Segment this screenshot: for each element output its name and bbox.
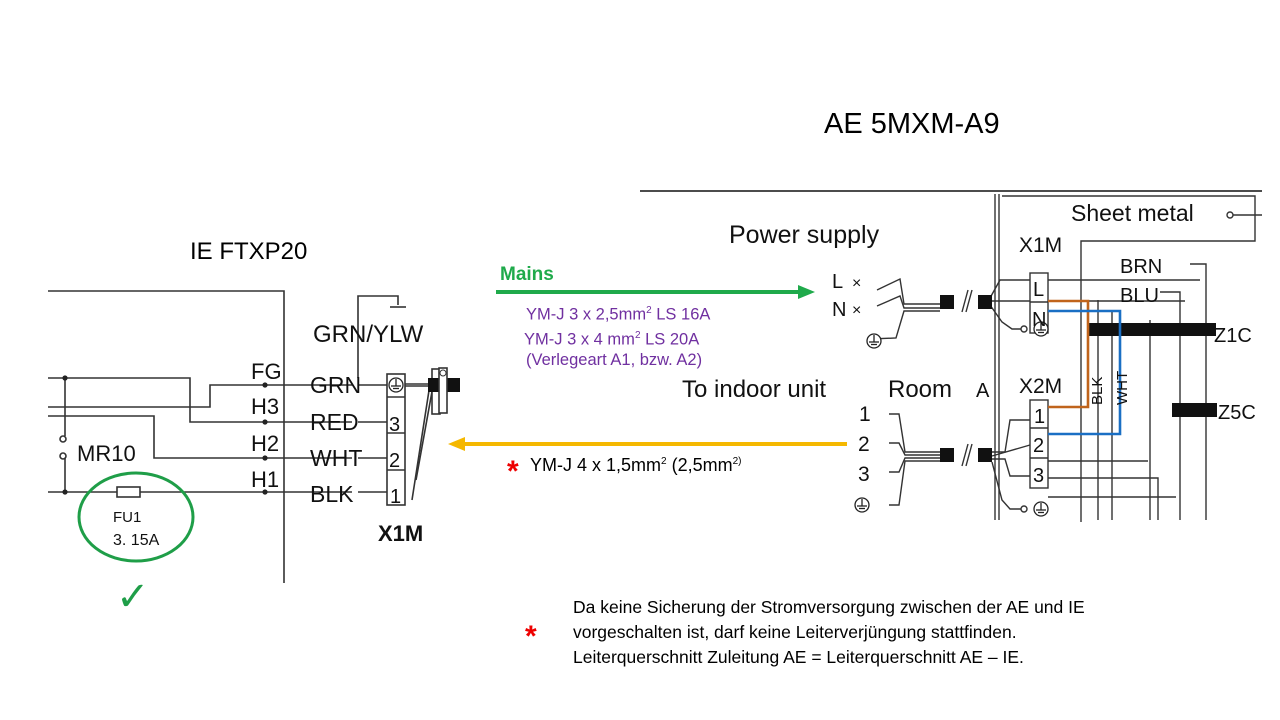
sheet-metal-label: Sheet metal xyxy=(1071,200,1194,226)
mains-cable-16a: YM-J 3 x 2,5mm2 LS 16A xyxy=(526,299,710,327)
x1m-terminal-block xyxy=(386,373,406,506)
indoor-connection-arrow xyxy=(448,437,847,451)
fuse-rating: 3. 15A xyxy=(113,532,160,549)
asterisk-note: * xyxy=(525,620,537,653)
wire-label-wht: WHT xyxy=(310,445,362,471)
terminal-1: 1 xyxy=(390,486,401,508)
x2m-terminal-3: 3 xyxy=(1033,465,1044,487)
fuse-symbol xyxy=(116,486,141,498)
terminal-label-fg: FG xyxy=(251,359,282,384)
wht-label: WHT xyxy=(1114,371,1131,405)
blk-label: BLK xyxy=(1089,377,1106,405)
terminal-label-h2: H2 xyxy=(251,431,279,456)
check-icon: ✓ xyxy=(116,575,150,619)
installation-method: (Verlegeart A1, bzw. A2) xyxy=(526,351,703,369)
blue-wire xyxy=(1048,309,1122,436)
breaker-spec: LS 20A xyxy=(640,330,700,349)
supply-l: L xyxy=(832,271,843,293)
superscript: 2 xyxy=(661,456,667,467)
breaker-spec: LS 16A xyxy=(651,305,711,324)
x1m-terminal-n: N xyxy=(1032,309,1046,331)
switch-x-n: × xyxy=(852,302,861,319)
indoor-line-2: 2 xyxy=(858,433,870,456)
cable-spec: YM-J 3 x 4 mm xyxy=(524,330,635,349)
blu-label: BLU xyxy=(1120,285,1159,307)
room-letter: A xyxy=(976,380,990,402)
z5c-label: Z5C xyxy=(1218,402,1256,424)
x2m-terminal-2: 2 xyxy=(1033,435,1044,457)
mains-arrow xyxy=(496,285,815,299)
wire-grn xyxy=(48,384,352,408)
wire-label-red: RED xyxy=(310,409,359,435)
alt-cable-spec: (2,5mm xyxy=(666,455,733,475)
fuse-highlight-circle xyxy=(77,471,195,563)
superscript: 2) xyxy=(732,456,742,467)
asterisk-cable: * xyxy=(507,455,519,488)
wire-red xyxy=(48,377,352,423)
terminal-block-label: X1M xyxy=(378,521,423,546)
outdoor-unit-diagram xyxy=(640,190,1262,522)
indoor-line-1: 1 xyxy=(859,403,871,426)
cable-spec: YM-J 3 x 2,5mm xyxy=(526,305,647,324)
note-line: vorgeschalten ist, darf keine Leiterverj… xyxy=(573,622,1017,642)
outdoor-unit-title: AE 5MXM-A9 xyxy=(824,108,1000,140)
mains-label: Mains xyxy=(500,264,554,285)
wire-label-grn: GRN xyxy=(310,372,361,398)
wire-label-blk: BLK xyxy=(310,481,354,507)
ground-wire-label: GRN/YLW xyxy=(313,321,424,348)
mains-cable-20a: YM-J 3 x 4 mm2 LS 20A xyxy=(524,324,699,352)
x1m-terminal-l: L xyxy=(1033,279,1044,301)
wire-wht xyxy=(48,415,352,459)
indoor-pcb-border xyxy=(48,290,285,583)
x2m-label: X2M xyxy=(1019,375,1062,398)
note-line: Da keine Sicherung der Stromversorgung z… xyxy=(573,597,1085,617)
indoor-unit-title: IE FTXP20 xyxy=(190,238,308,265)
indoor-line-3: 3 xyxy=(858,463,870,486)
note-text: Da keine Sicherung der Stromversorgung z… xyxy=(573,595,1085,670)
relay-label: MR10 xyxy=(77,441,136,466)
power-supply-label: Power supply xyxy=(729,221,880,249)
brn-label: BRN xyxy=(1120,256,1162,278)
x2m-terminal-block xyxy=(1029,399,1049,489)
cable-spec: YM-J 4 x 1,5mm xyxy=(530,455,662,475)
terminal-label-h3: H3 xyxy=(251,394,279,419)
to-indoor-unit-label: To indoor unit xyxy=(682,376,826,403)
room-label: Room xyxy=(888,376,952,403)
fuse-name: FU1 xyxy=(113,509,141,526)
z1c-ferrite xyxy=(1089,323,1216,336)
indoor-cable-spec: YM-J 4 x 1,5mm2 (2,5mm2) xyxy=(530,455,742,476)
supply-n: N xyxy=(832,299,846,321)
indoor-unit-diagram xyxy=(48,290,460,583)
terminal-2: 2 xyxy=(389,450,400,472)
z5c-ferrite xyxy=(1172,403,1217,417)
note-line: Leiterquerschnitt Zuleitung AE = Leiterq… xyxy=(573,647,1024,667)
brown-wire xyxy=(1048,299,1090,409)
superscript: 2 xyxy=(634,330,641,341)
x1m-label: X1M xyxy=(1019,234,1062,257)
terminal-3: 3 xyxy=(389,414,400,436)
superscript: 2 xyxy=(646,305,652,316)
x2m-terminal-1: 1 xyxy=(1034,406,1045,428)
terminal-label-h1: H1 xyxy=(251,467,279,492)
z1c-label: Z1C xyxy=(1214,325,1252,347)
switch-x-l: × xyxy=(852,275,861,292)
